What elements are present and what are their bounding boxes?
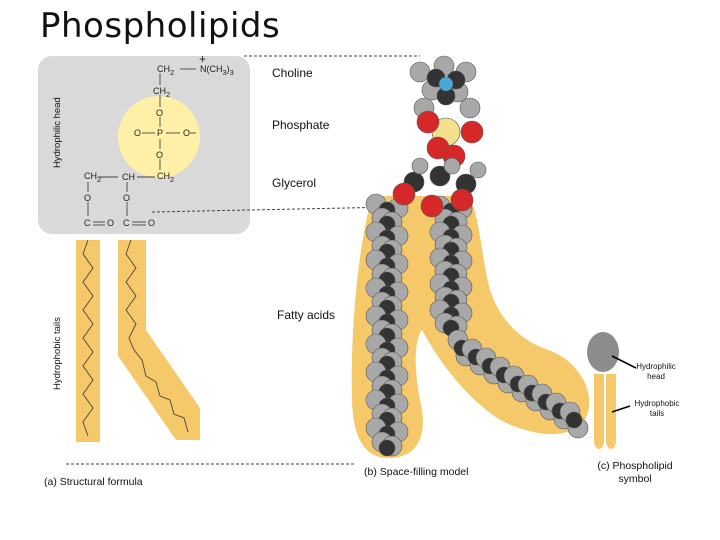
zigzag-right xyxy=(125,239,189,433)
fatty-acids-label: Fatty acids xyxy=(277,308,336,322)
structural-tails xyxy=(76,239,200,442)
phosphate-highlight xyxy=(118,96,200,178)
formula-nitrogen: N(CH3)3 xyxy=(200,64,234,77)
formula-ch-center: CH xyxy=(122,172,135,182)
formula-o-right: O xyxy=(183,128,191,138)
oxygen-atom xyxy=(420,194,444,218)
choline-label: Choline xyxy=(272,66,313,80)
caption-structural-formula: (a) Structural formula xyxy=(44,476,143,488)
formula-ch2-top: CH2 xyxy=(157,64,175,77)
formula-o-dbl-right: O xyxy=(148,218,156,228)
formula-o-ester-left: O xyxy=(84,193,92,203)
tail-band-left xyxy=(76,240,100,442)
formula-plus: + xyxy=(199,52,207,66)
hydrogen-atom xyxy=(443,157,461,175)
glycerol-label: Glycerol xyxy=(272,176,317,190)
formula-bonds xyxy=(87,68,196,226)
symbol-head xyxy=(587,332,619,372)
symbol-tail-left xyxy=(594,374,604,449)
caption-space-filling-model: (b) Space-filling model xyxy=(364,466,469,478)
formula-o-dbl-left: O xyxy=(107,218,115,228)
connector-lines xyxy=(66,55,420,465)
carbon-atom xyxy=(378,439,396,457)
formula-ch2-left: CH2 xyxy=(84,171,102,184)
oxygen-atom xyxy=(416,110,440,134)
phosphate-label: Phosphate xyxy=(272,118,330,132)
symbol-tail-right xyxy=(606,374,616,449)
page-title: Phospholipids xyxy=(40,6,281,46)
zigzag-left xyxy=(82,239,94,437)
formula-ch2-right: CH2 xyxy=(157,171,175,184)
oxygen-atom xyxy=(460,120,484,144)
space-fill-atoms xyxy=(365,55,589,457)
oxygen-atom xyxy=(450,188,474,212)
hydrogen-atom xyxy=(469,161,487,179)
formula-c-left: C xyxy=(84,218,91,228)
nitrogen-atom xyxy=(438,76,454,92)
tail-band-right xyxy=(118,240,200,440)
formula-p: P xyxy=(157,128,164,138)
formula-o-left: O xyxy=(134,128,142,138)
phospholipid-symbol xyxy=(587,332,637,449)
formula-ch2-mid: CH2 xyxy=(153,86,171,99)
formula-o-ester-right: O xyxy=(123,193,131,203)
hydrogen-atom xyxy=(411,157,429,175)
oxygen-atom xyxy=(392,182,416,206)
hydrogen-atom xyxy=(459,97,481,119)
carbon-atom xyxy=(429,165,451,187)
formula-o-bottom: O xyxy=(156,150,164,160)
carbon-atom xyxy=(565,411,583,429)
formula-o-top: O xyxy=(156,108,164,118)
formula-c-right: C xyxy=(123,218,130,228)
